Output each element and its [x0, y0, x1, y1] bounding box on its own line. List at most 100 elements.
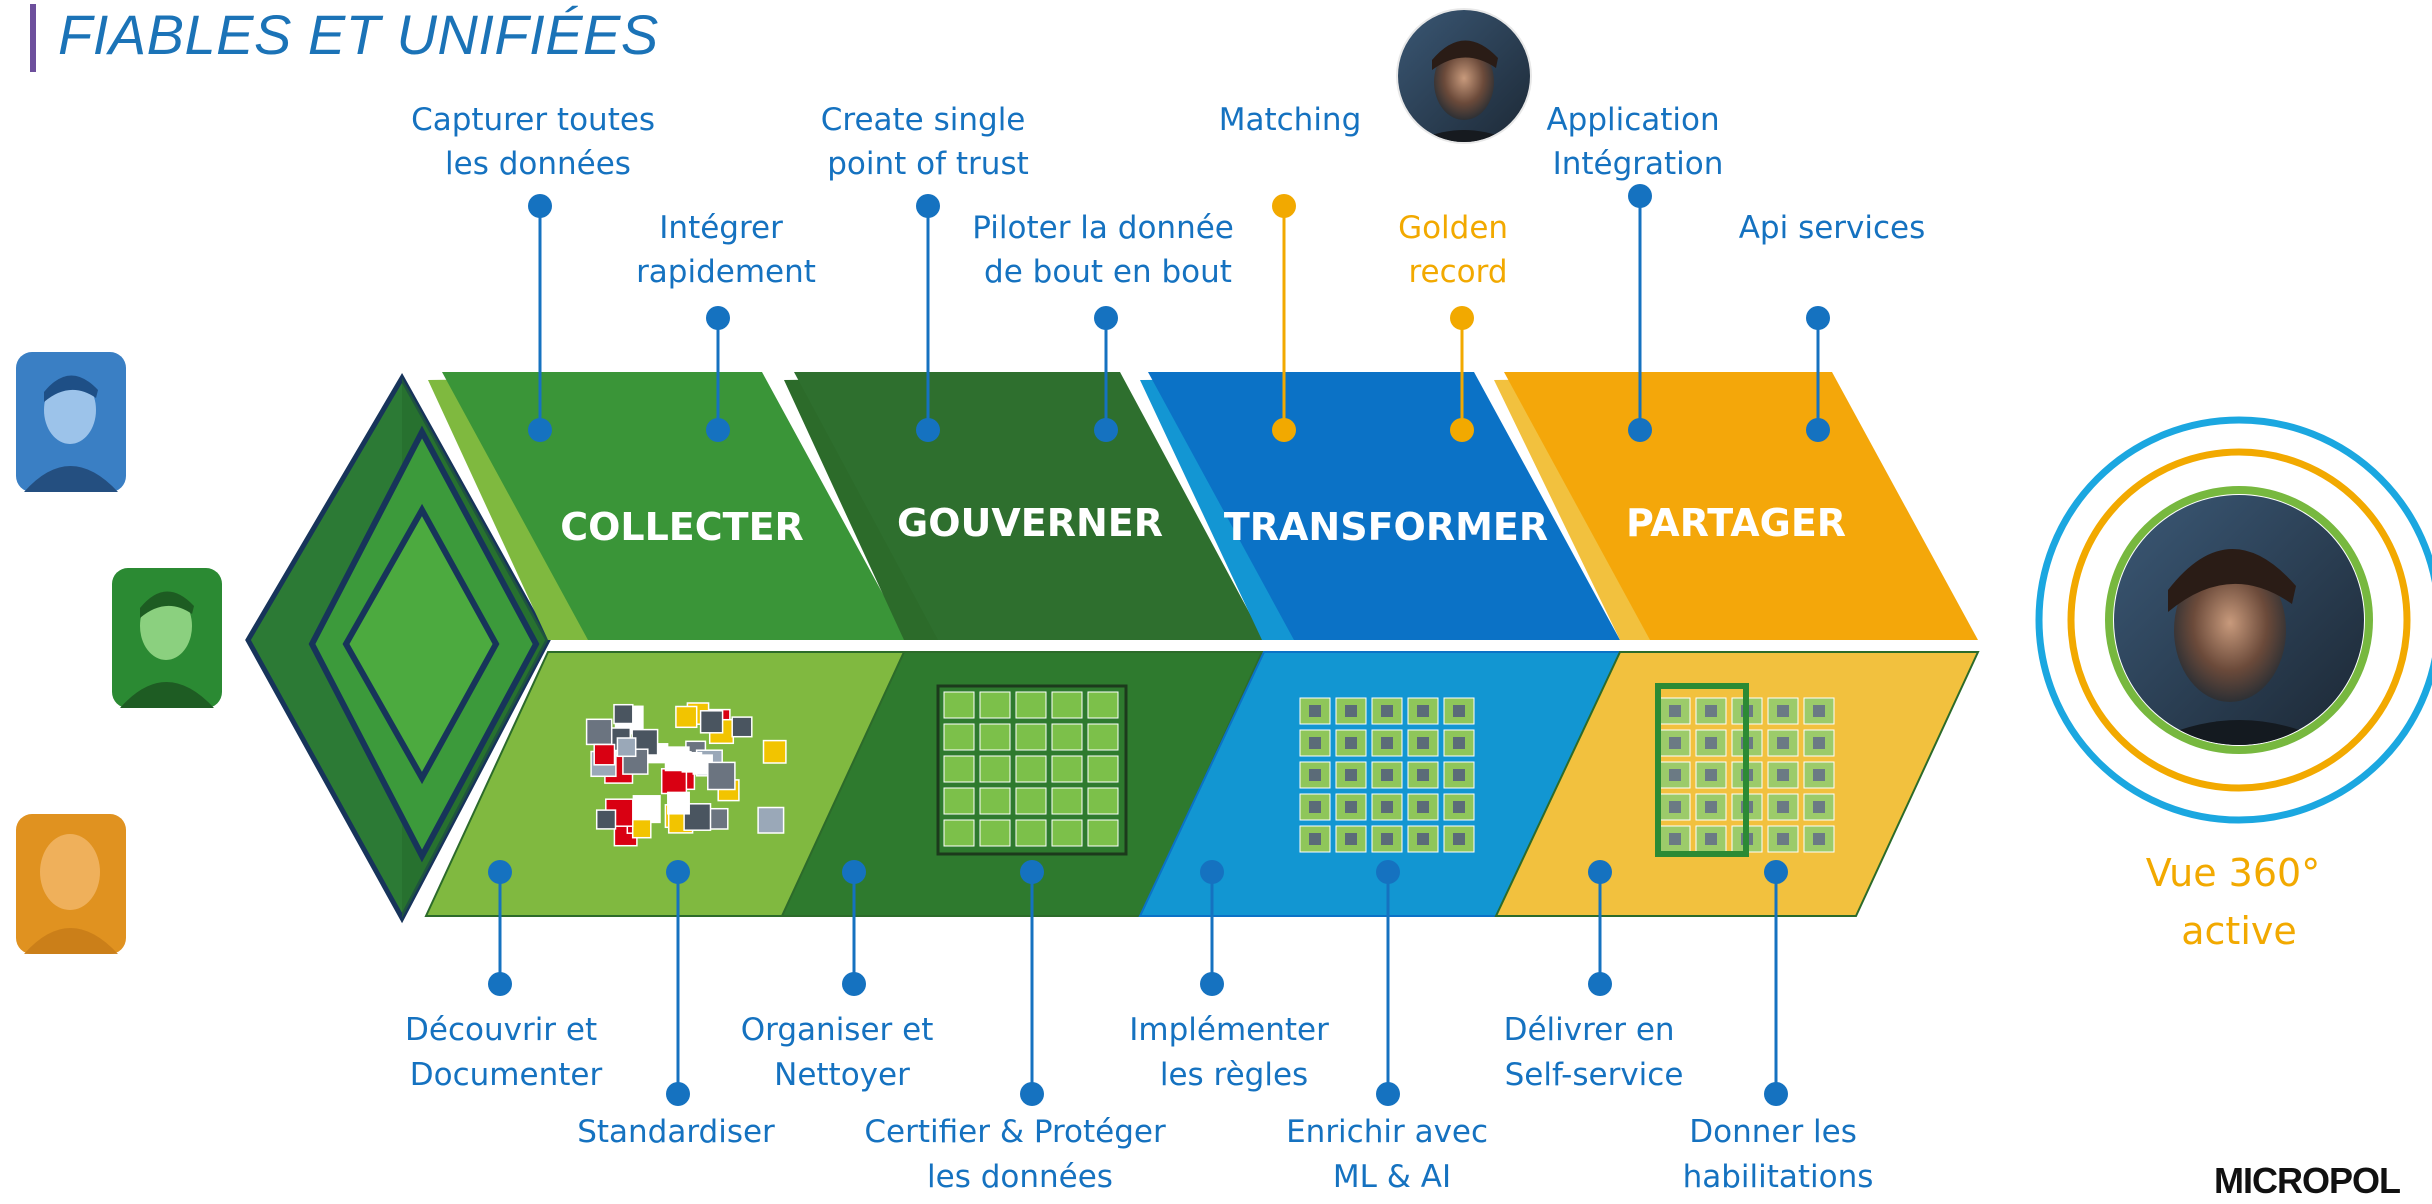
- callout-create-trust: Create single point of trust: [821, 102, 1036, 182]
- partager-grid-icon: [1655, 683, 1835, 857]
- grid-frame: [936, 684, 1128, 856]
- callout-application: Application Intégration: [1546, 102, 1729, 182]
- grid-cell-core: [1417, 737, 1429, 749]
- grid-cell: [979, 787, 1011, 815]
- connector-dot: [1376, 1082, 1400, 1106]
- grid-cell-core: [1777, 801, 1789, 813]
- grid-cell: [943, 723, 975, 751]
- phase-label-partager: PARTAGER: [1626, 501, 1846, 545]
- callout-organiser: Organiser et Nettoyer: [741, 1012, 943, 1093]
- title-accent-bar: [30, 4, 36, 72]
- grid-cell: [979, 755, 1011, 783]
- connector-dot: [528, 194, 552, 218]
- connector-dot: [1020, 1082, 1044, 1106]
- grid-cell-core: [1705, 769, 1717, 781]
- result-vue-360: [2035, 416, 2432, 824]
- collecter-data-blocks: [585, 702, 787, 847]
- entry-diamond: [245, 372, 551, 924]
- callout-standardiser: Standardiser: [577, 1114, 775, 1150]
- grid-cell: [1335, 825, 1367, 853]
- connector-dot: [1376, 860, 1400, 884]
- grid-cell: [979, 691, 1011, 719]
- grid-cell: [1015, 755, 1047, 783]
- callout-implementer: Implémenter les règles: [1129, 1012, 1338, 1093]
- gouverner-grid-icon: [936, 684, 1128, 856]
- callout-donner: Donner les habilitations: [1683, 1114, 1874, 1195]
- callout-certifier: Certifier & Protéger les données: [864, 1114, 1175, 1195]
- grid-cell-core: [1813, 737, 1825, 749]
- connector-dot: [488, 972, 512, 996]
- connector-dot: [706, 418, 730, 442]
- connector-dot: [1588, 860, 1612, 884]
- connector-dot: [528, 418, 552, 442]
- portrait-green: [112, 568, 222, 708]
- portrait-blue: [16, 352, 126, 492]
- grid-cell: [1051, 723, 1083, 751]
- connector-dot: [916, 418, 940, 442]
- grid-cell: [1087, 691, 1119, 719]
- connector-dot: [1806, 306, 1830, 330]
- grid-cell-core: [1309, 737, 1321, 749]
- grid-cell-core: [1309, 801, 1321, 813]
- grid-cell: [1443, 697, 1475, 725]
- phase-upper-shapes: [428, 372, 1978, 640]
- grid-cell-core: [1669, 769, 1681, 781]
- grid-cell-core: [1669, 833, 1681, 845]
- connector-dot: [1764, 860, 1788, 884]
- grid-cell-core: [1309, 769, 1321, 781]
- grid-cell-core: [1453, 705, 1465, 717]
- phase-lower-shapes: [424, 651, 1980, 917]
- connector-dot: [916, 194, 940, 218]
- phase-label-collecter: COLLECTER: [560, 505, 804, 549]
- callout-integrer: Intégrer rapidement: [636, 210, 816, 290]
- connector-dot: [488, 860, 512, 884]
- data-block: [707, 761, 736, 791]
- grid-cell-core: [1309, 833, 1321, 845]
- grid-cell-core: [1453, 801, 1465, 813]
- grid-cell: [1335, 697, 1367, 725]
- grid-cell-core: [1777, 769, 1789, 781]
- grid-cell-core: [1345, 769, 1357, 781]
- connector-dot: [1094, 306, 1118, 330]
- callout-golden-record: Golden record: [1398, 210, 1518, 290]
- connector-dot: [1020, 860, 1044, 884]
- connector-dot: [1628, 418, 1652, 442]
- grid-cell: [1051, 787, 1083, 815]
- grid-cell-core: [1777, 705, 1789, 717]
- connector-dot: [1628, 184, 1652, 208]
- data-block: [616, 737, 637, 758]
- page-title: FIABLES ET UNIFIÉES: [58, 3, 659, 66]
- grid-cell-core: [1705, 737, 1717, 749]
- grid-cell-core: [1705, 833, 1717, 845]
- grid-cell: [943, 691, 975, 719]
- grid-cell: [1015, 691, 1047, 719]
- connector-dot: [1450, 306, 1474, 330]
- micropole-logo: MICROPOL: [2214, 1160, 2401, 1201]
- grid-cell-core: [1381, 833, 1393, 845]
- grid-cell-core: [1417, 705, 1429, 717]
- grid-cell-core: [1309, 705, 1321, 717]
- grid-cell-core: [1345, 737, 1357, 749]
- connector-dot: [666, 1082, 690, 1106]
- grid-cell-core: [1453, 737, 1465, 749]
- grid-cell-core: [1813, 801, 1825, 813]
- grid-cell: [943, 755, 975, 783]
- grid-cell-core: [1381, 705, 1393, 717]
- grid-cell-core: [1453, 769, 1465, 781]
- connector-dot: [1094, 418, 1118, 442]
- data-block: [660, 768, 688, 795]
- grid-cell-core: [1417, 769, 1429, 781]
- grid-cell-core: [1417, 833, 1429, 845]
- data-block: [681, 751, 703, 773]
- grid-cell: [1087, 819, 1119, 847]
- connector-dot: [842, 972, 866, 996]
- connector-dot: [1200, 860, 1224, 884]
- grid-cell-core: [1669, 737, 1681, 749]
- callout-decouvrir: Découvrir et Documenter: [405, 1012, 607, 1093]
- grid-cell: [1051, 755, 1083, 783]
- connector-dot: [1588, 972, 1612, 996]
- grid-cell-core: [1813, 705, 1825, 717]
- grid-cell: [1407, 793, 1439, 821]
